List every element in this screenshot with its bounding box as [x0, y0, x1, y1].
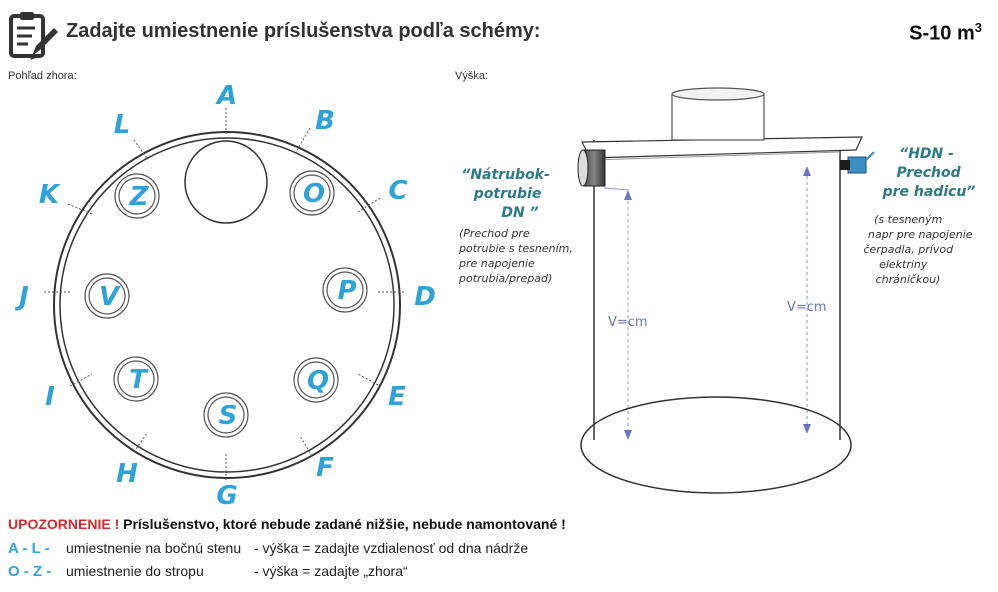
model-code: S-10 m3 [909, 20, 982, 45]
warning-text: Príslušenstvo, ktoré nebude zadané nižši… [123, 516, 566, 532]
top-view-label: Pohľad zhora: [8, 70, 77, 82]
roof-position-s: S [219, 401, 238, 431]
roof-position-z: Z [129, 182, 150, 212]
legend-desc-al: umiestnenie na bočnú stenu [66, 540, 242, 556]
legend-desc-oz: umiestnenie do stropu [66, 563, 204, 579]
callout-left-title: “Nátrubok- potrubie DN ” [461, 167, 554, 221]
wall-position-i: I [45, 382, 55, 412]
warning-line: UPOZORNENIE ! Príslušenstvo, ktoré nebud… [8, 516, 566, 532]
top-view: Z O P V T Q S A B C D E F G H I J K L [14, 81, 436, 511]
callout-right-note: (s tesneným napr pre napojenie čerpadla,… [863, 213, 976, 286]
callout-right-title: “HDN - Prechod pre hadicu” [882, 146, 976, 200]
legend-wall-positions: A - L - umiestnenie na bočnú stenu - výška… [8, 540, 528, 557]
wall-position-j: J [14, 282, 29, 312]
elevation-view: V=cm V=cm “Nátrubok- potrubie DN ” (Prec… [458, 87, 976, 494]
wall-position-f: F [316, 453, 334, 483]
dimension-left: V=cm [608, 315, 648, 330]
wall-position-c: C [388, 176, 407, 206]
legend-code-al: A - L - [8, 540, 50, 557]
wall-position-k: K [39, 180, 61, 210]
manhole-opening [184, 140, 268, 224]
callout-left-note: (Prechod pre potrubie s tesnením, pre na… [458, 227, 576, 285]
legend-roof-positions: O - Z - umiestnenie do stropu - výška = za… [8, 563, 408, 580]
wall-position-l: L [114, 110, 131, 140]
wall-position-d: D [414, 282, 436, 312]
hose-fitting-right [840, 151, 875, 174]
roof-position-t: T [129, 365, 149, 395]
height-view-label: Výška: [455, 70, 489, 82]
wall-position-a: A [215, 81, 237, 111]
clipboard-pencil-icon [9, 12, 58, 60]
warning-word: UPOZORNENIE ! [8, 516, 120, 532]
roof-position-p: P [337, 276, 356, 306]
legend-hint-oz: - výška = zadajte „zhora“ [254, 563, 408, 579]
wall-position-h: H [116, 459, 138, 489]
roof-position-v: V [99, 282, 121, 312]
page-title: Zadajte umiestnenie príslušenstva podľa … [66, 20, 541, 42]
dimension-right: V=cm [787, 300, 827, 315]
legend-code-oz: O - Z - [8, 563, 52, 580]
wall-position-b: B [315, 106, 335, 136]
roof-position-o: O [303, 179, 325, 209]
pipe-fitting-left [577, 149, 606, 187]
wall-position-e: E [388, 382, 406, 412]
legend-hint-al: - výška = zadajte vzdialenosť od dna nád… [254, 540, 529, 556]
roof-position-q: Q [307, 366, 329, 396]
wall-position-g: G [216, 481, 237, 511]
